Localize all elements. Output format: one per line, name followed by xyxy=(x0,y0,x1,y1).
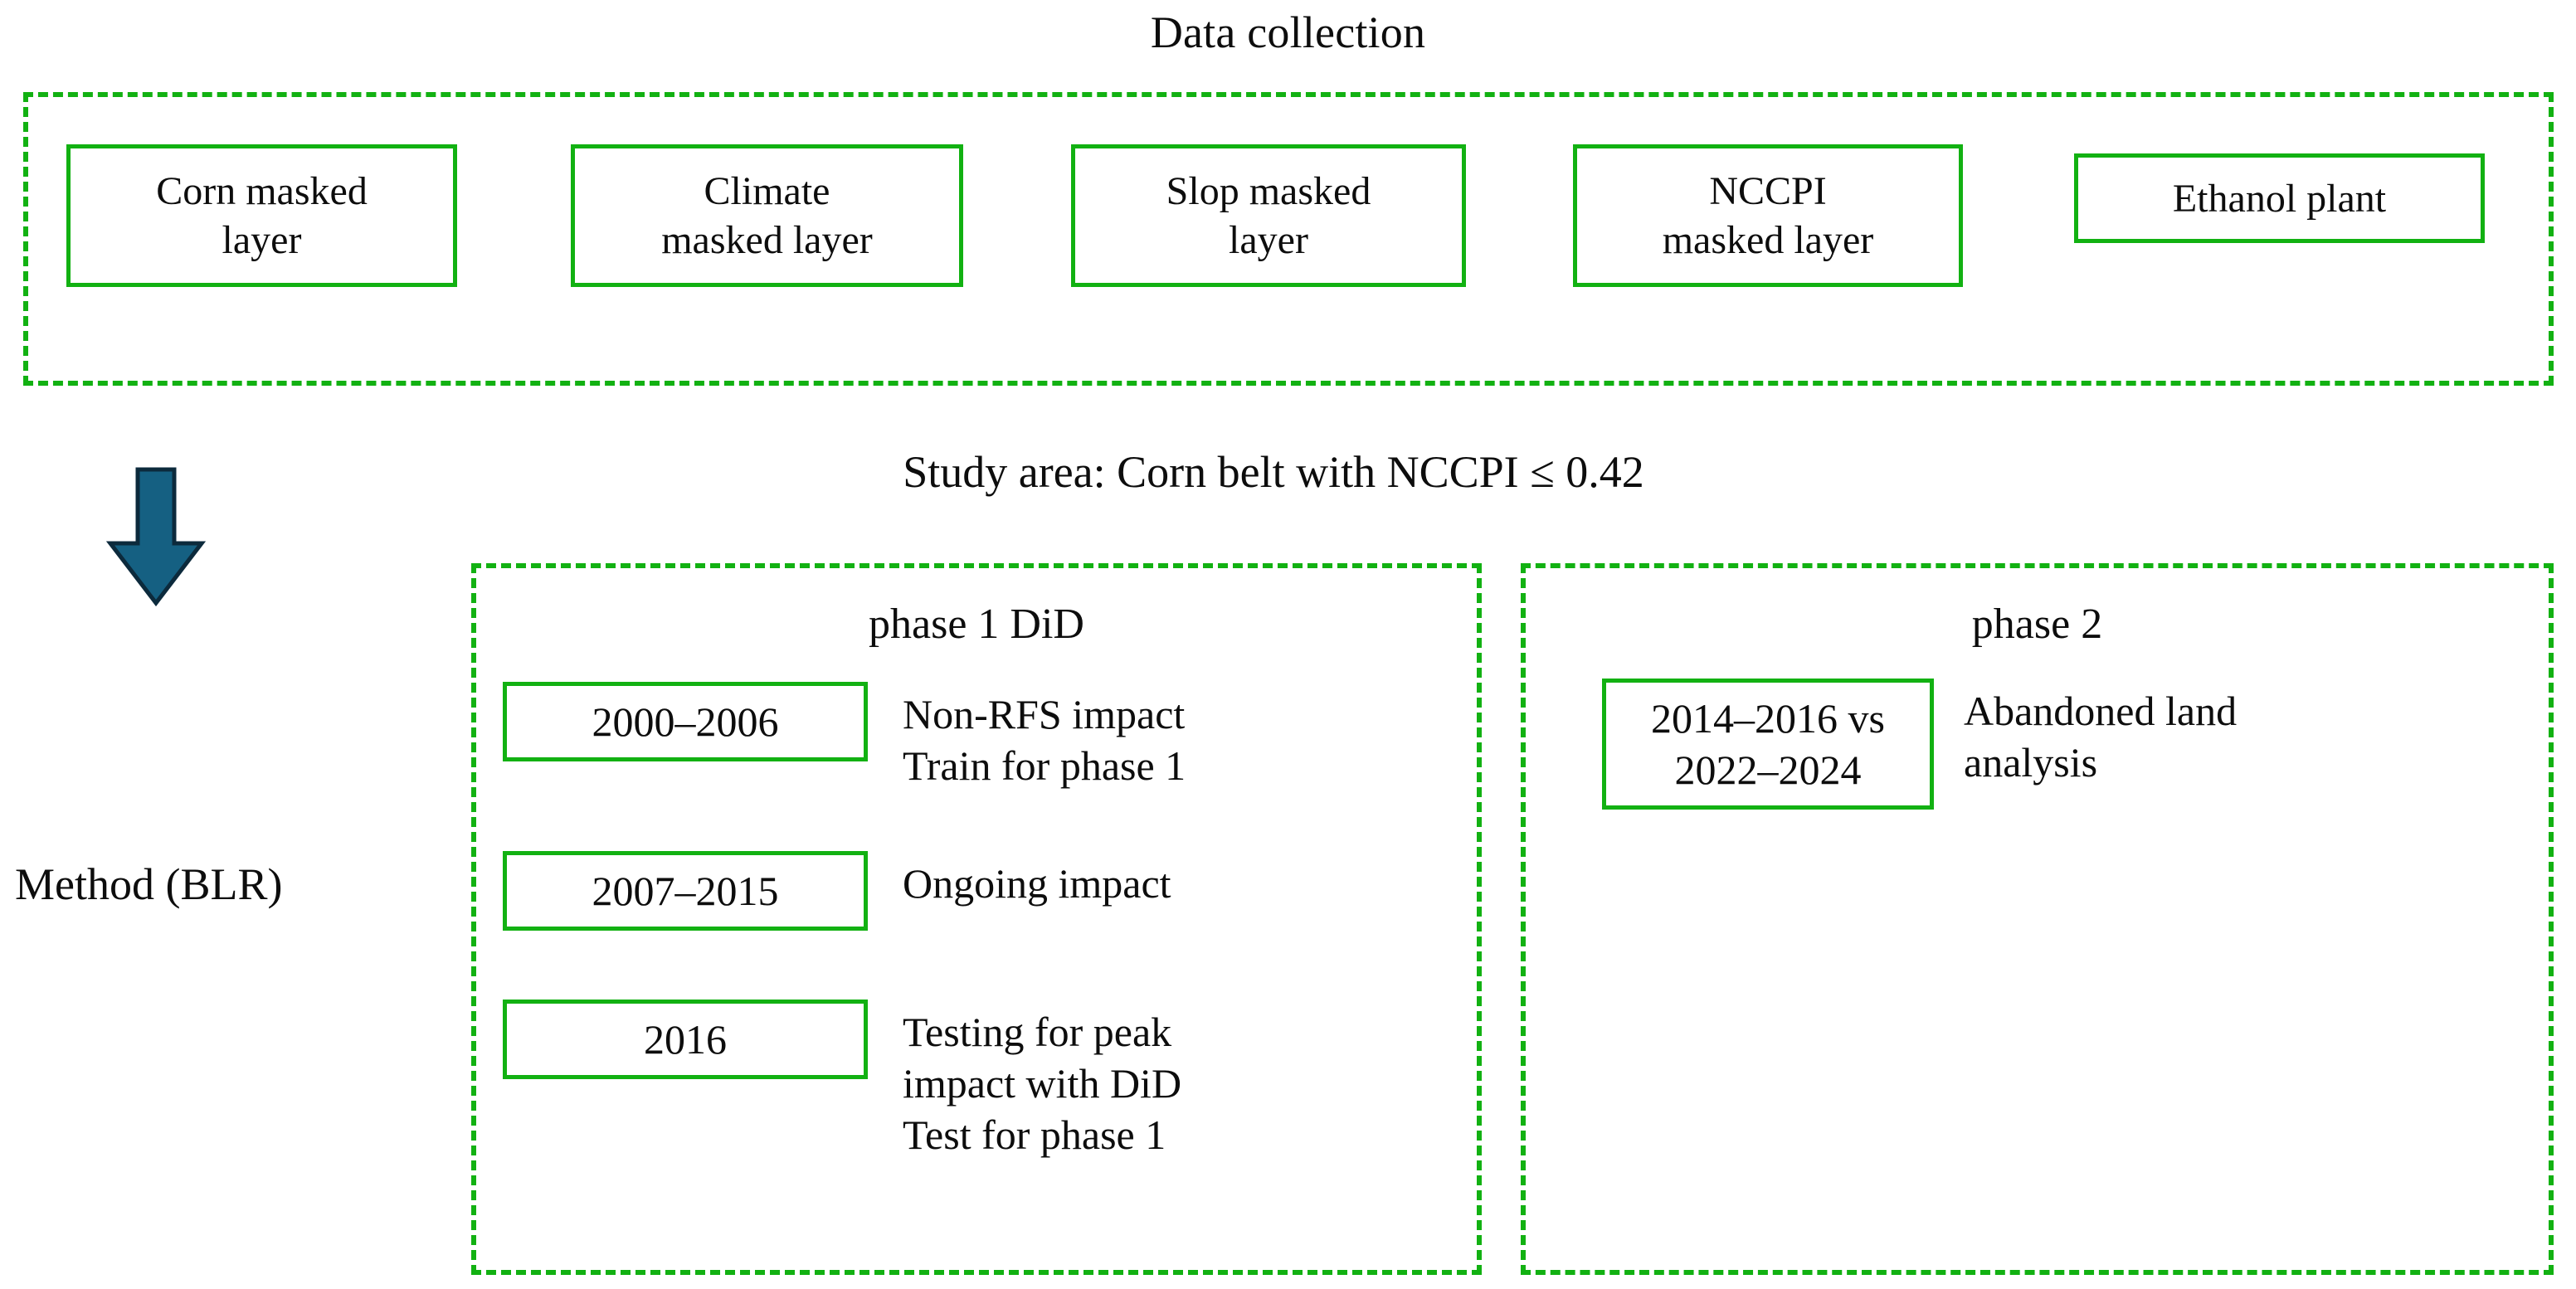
phase-1-title: phase 1 DiD xyxy=(869,601,1084,648)
period-box-2016: 2016 xyxy=(503,1000,868,1079)
layer-label-ethanol: Ethanol plant xyxy=(2172,176,2387,221)
phase-1-row-2: 2007–2015 Ongoing impact xyxy=(503,851,1171,931)
data-collection-container xyxy=(23,92,2554,386)
method-label: Method (BLR) xyxy=(15,859,283,909)
page-title: Data collection xyxy=(1150,7,1426,57)
period-box-2000-2006: 2000–2006 xyxy=(503,682,868,761)
period-label: 2016 xyxy=(644,1016,727,1063)
period-label: 2000–2006 xyxy=(592,698,779,745)
period-label: 2007–2015 xyxy=(592,868,779,914)
row-description: Ongoing impact xyxy=(903,860,1171,907)
phase-2-title: phase 2 xyxy=(1971,601,2103,648)
layer-box-ethanol: Ethanol plant xyxy=(2074,153,2485,243)
study-area-caption: Study area: Corn belt with NCCPI ≤ 0.42 xyxy=(903,447,1644,497)
period-box-2007-2015: 2007–2015 xyxy=(503,851,868,931)
down-arrow-icon xyxy=(105,467,207,607)
